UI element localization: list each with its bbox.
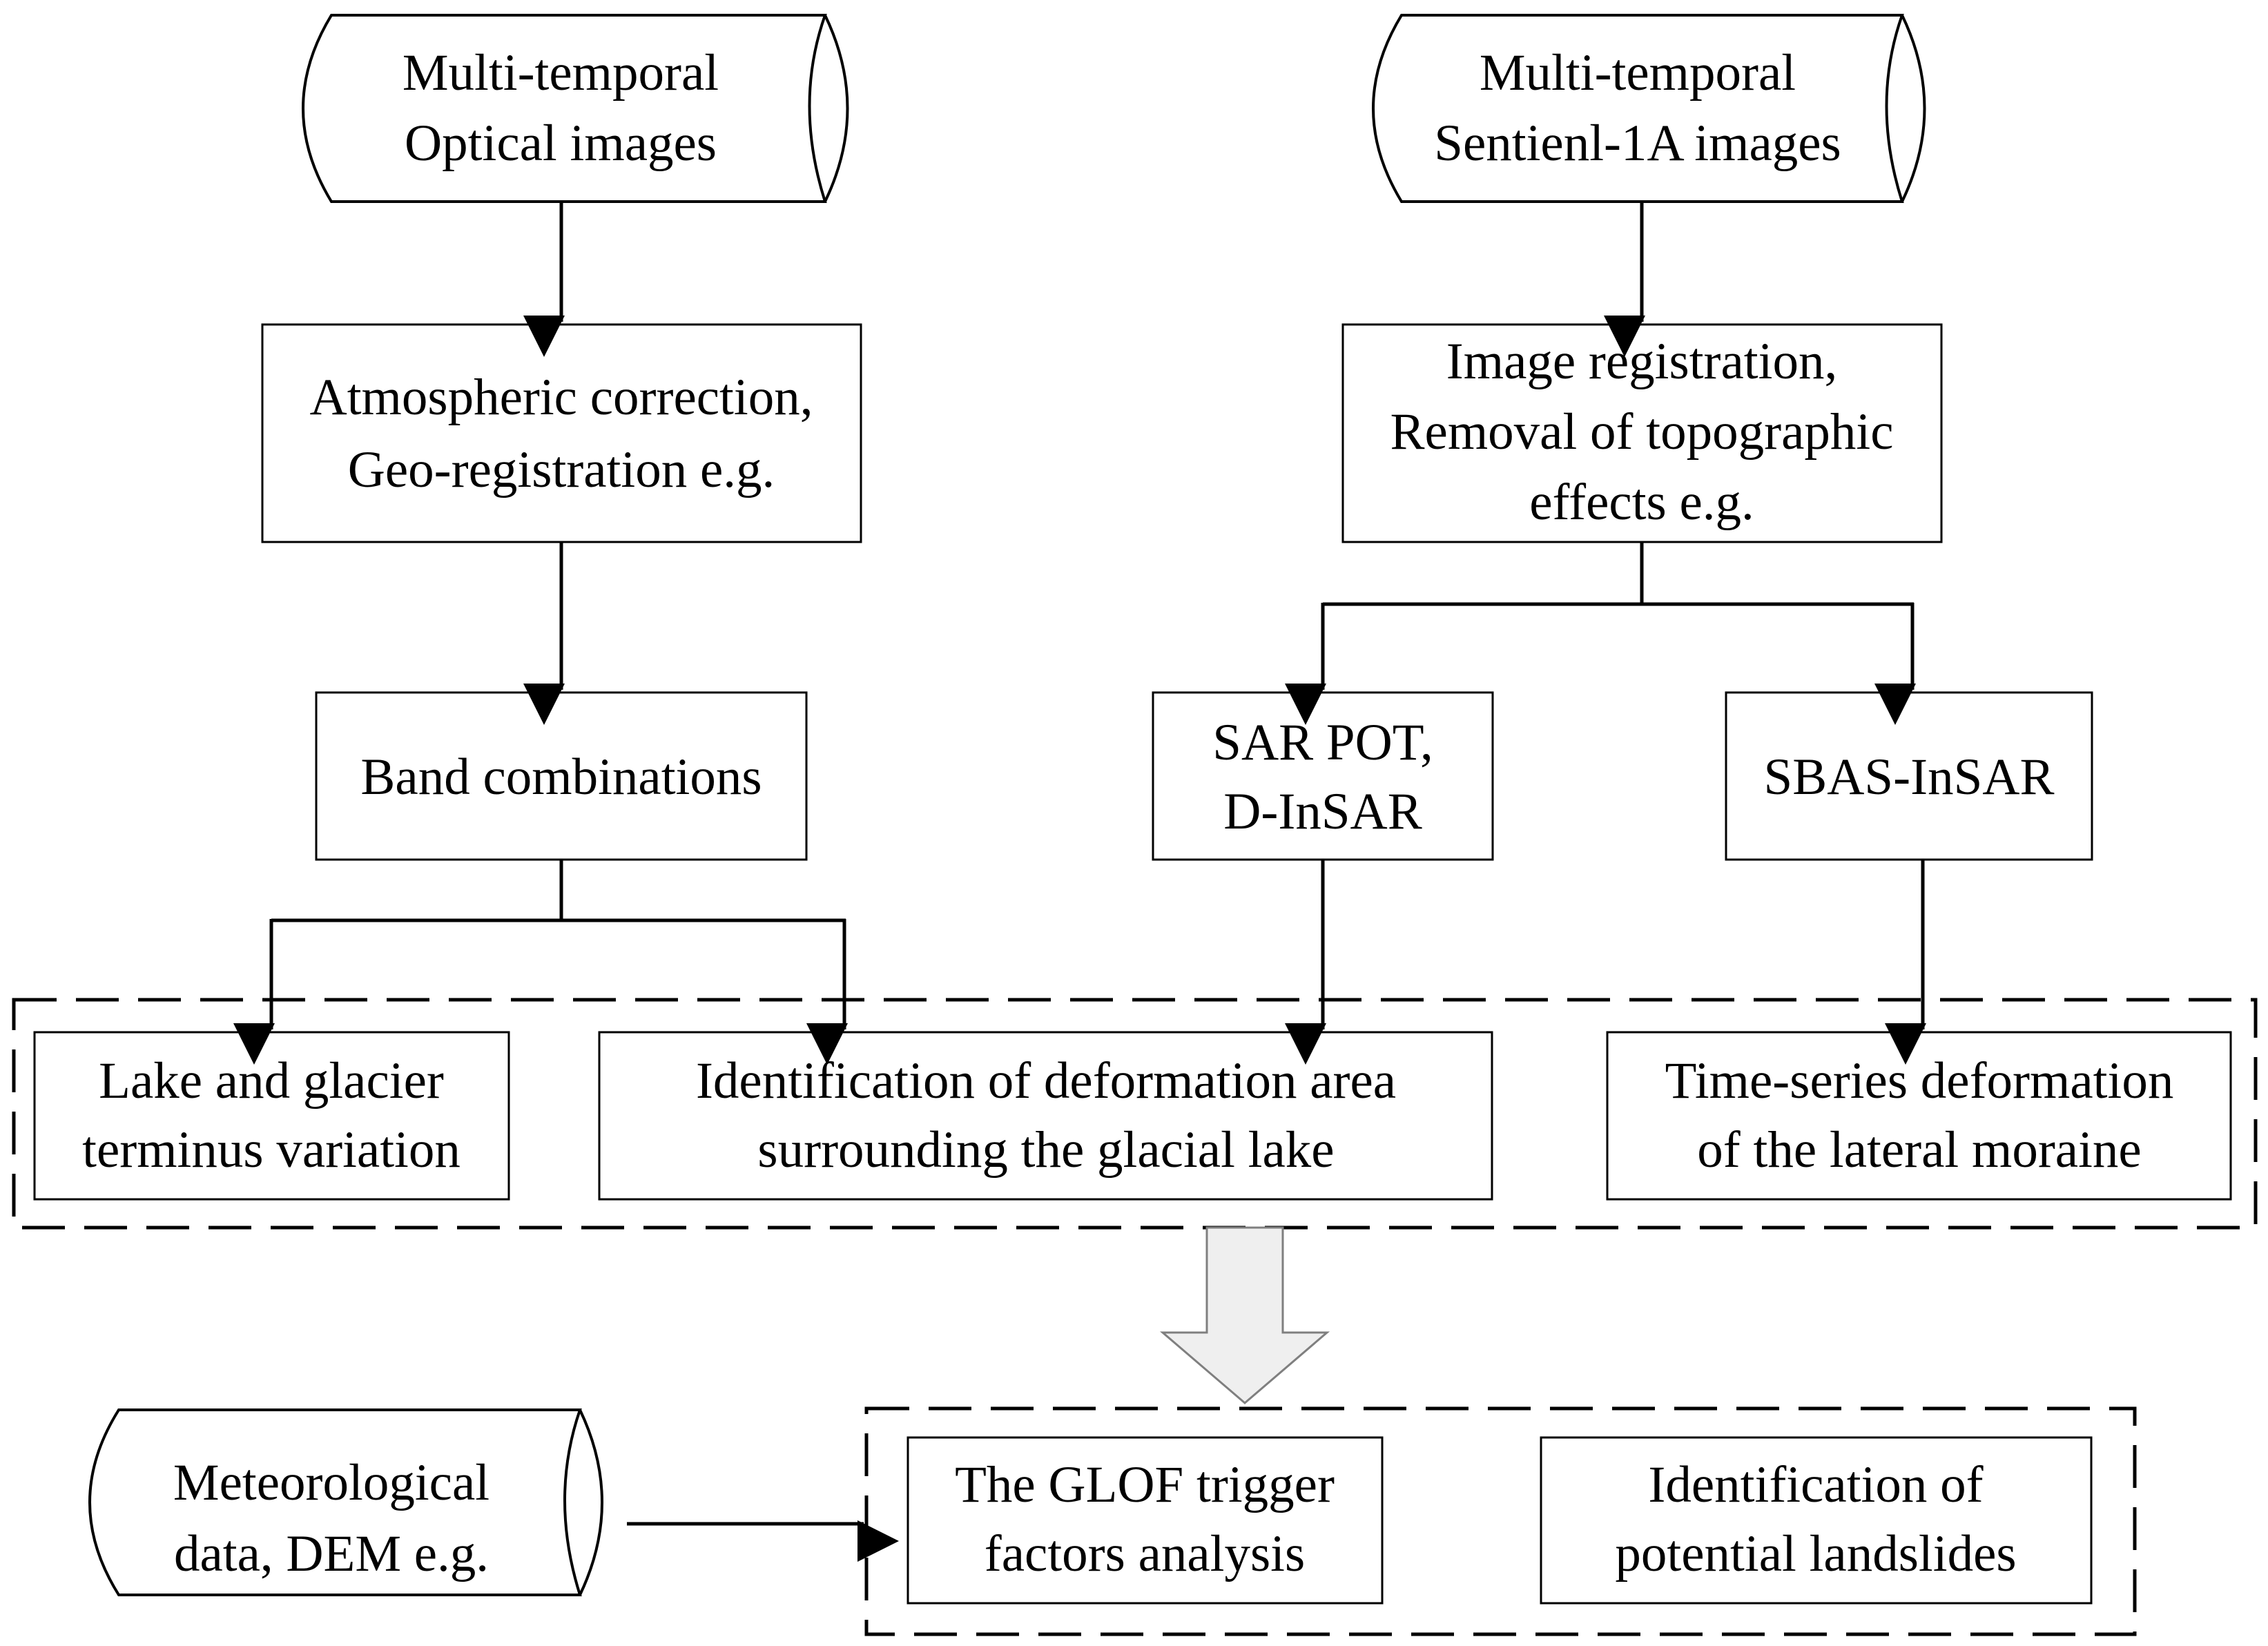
source-meteo-line-1: Meteorological (173, 1454, 490, 1511)
atmospheric-line-1: Atmospheric correction, (310, 369, 813, 426)
box-image-registration: Image registration, Removal of topograph… (1341, 323, 1943, 543)
glof-line-2: factors analysis (985, 1525, 1305, 1582)
registration-line-2: Removal of topographic (1390, 403, 1894, 461)
connectors (233, 202, 1926, 1562)
sbas-insar-label: SBAS-InSAR (1764, 748, 2055, 806)
source-optical-images: Multi-temporal Optical images (302, 14, 849, 203)
band-combinations-label: Band combinations (360, 748, 762, 806)
big-down-arrow (1159, 1226, 1330, 1404)
landslides-line-1: Identification of (1648, 1456, 1983, 1513)
results-group-frame (12, 998, 2258, 1230)
box-band-combinations: Band combinations (315, 691, 808, 861)
sar-pot-line-2: D-InSAR (1223, 783, 1422, 840)
source-meteo-line-2: data, DEM e.g. (174, 1525, 489, 1582)
deformation-area-line-1: Identification of deformation area (696, 1052, 1396, 1110)
source-optical-line-2: Optical images (405, 115, 717, 172)
box-sbas-insar: SBAS-InSAR (1725, 691, 2093, 861)
box-deformation-area: Identification of deformation area surro… (598, 1031, 1493, 1201)
box-lake-glacier: Lake and glacier terminus variation (33, 1031, 510, 1201)
source-sentinel-images: Multi-temporal Sentienl-1A images (1372, 14, 1926, 203)
glof-line-1: The GLOF trigger (955, 1456, 1335, 1513)
source-meteorological-data: Meteorological data, DEM e.g. (88, 1408, 603, 1596)
lake-glacier-line-1: Lake and glacier (99, 1052, 444, 1110)
atmospheric-line-2: Geo-registration e.g. (348, 441, 775, 498)
landslides-line-2: potential landslides (1615, 1525, 2016, 1582)
box-glof-trigger: The GLOF trigger factors analysis (907, 1436, 1384, 1605)
registration-line-3: effects e.g. (1529, 474, 1754, 531)
source-optical-line-1: Multi-temporal (403, 44, 719, 101)
box-atmospheric-correction: Atmospheric correction, Geo-registration… (261, 323, 862, 543)
source-sentinel-line-2: Sentienl-1A images (1434, 115, 1841, 172)
box-sar-pot: SAR POT, D-InSAR (1152, 691, 1494, 861)
source-sentinel-line-1: Multi-temporal (1480, 44, 1796, 101)
deformation-area-line-2: surrounding the glacial lake (757, 1121, 1334, 1179)
box-time-series: Time-series deformation of the lateral m… (1606, 1031, 2232, 1201)
box-potential-landslides: Identification of potential landslides (1540, 1436, 2093, 1605)
time-series-line-1: Time-series deformation (1665, 1052, 2174, 1110)
time-series-line-2: of the lateral moraine (1697, 1121, 2141, 1179)
lake-glacier-line-2: terminus variation (82, 1121, 461, 1179)
sar-pot-line-1: SAR POT, (1212, 714, 1433, 771)
registration-line-1: Image registration, (1446, 333, 1837, 390)
